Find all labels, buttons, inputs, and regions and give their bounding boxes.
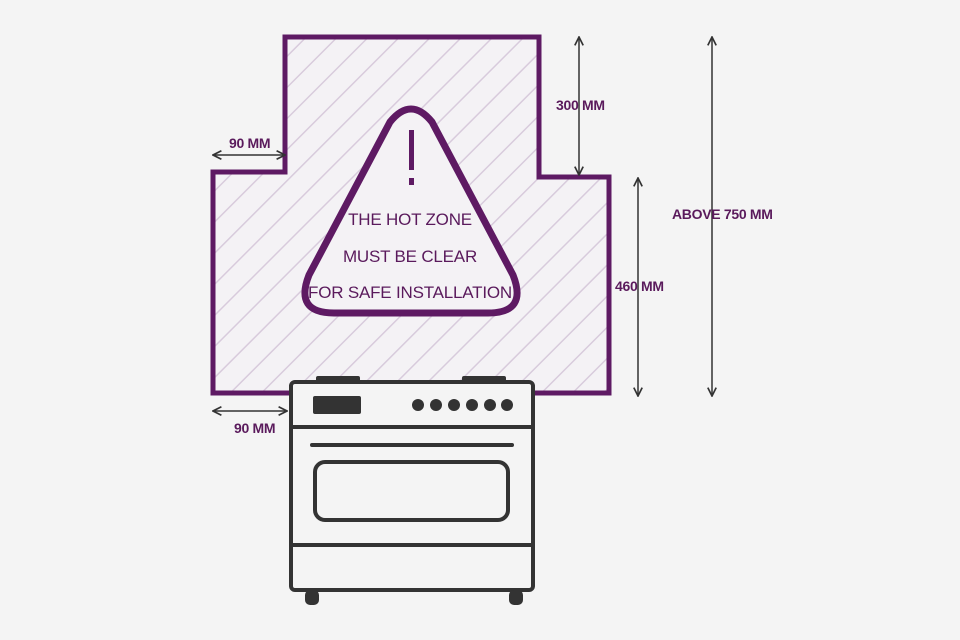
side-top-label: 90 MM — [229, 135, 270, 151]
warning-line-2: MUST BE CLEAR — [343, 247, 477, 266]
total-height-label: ABOVE 750 MM — [672, 206, 773, 222]
warning-triangle-icon — [301, 105, 521, 317]
range-cooker-icon — [289, 376, 535, 605]
knob-row — [412, 399, 513, 411]
warning-line-3: FOR SAFE INSTALLATION — [308, 283, 512, 302]
warning-line-1: THE HOT ZONE — [348, 210, 472, 229]
exclamation-icon — [409, 130, 414, 185]
side-bottom-label: 90 MM — [234, 420, 275, 436]
lower-height-label: 460 MM — [615, 278, 664, 294]
top-height-label: 300 MM — [556, 97, 605, 113]
